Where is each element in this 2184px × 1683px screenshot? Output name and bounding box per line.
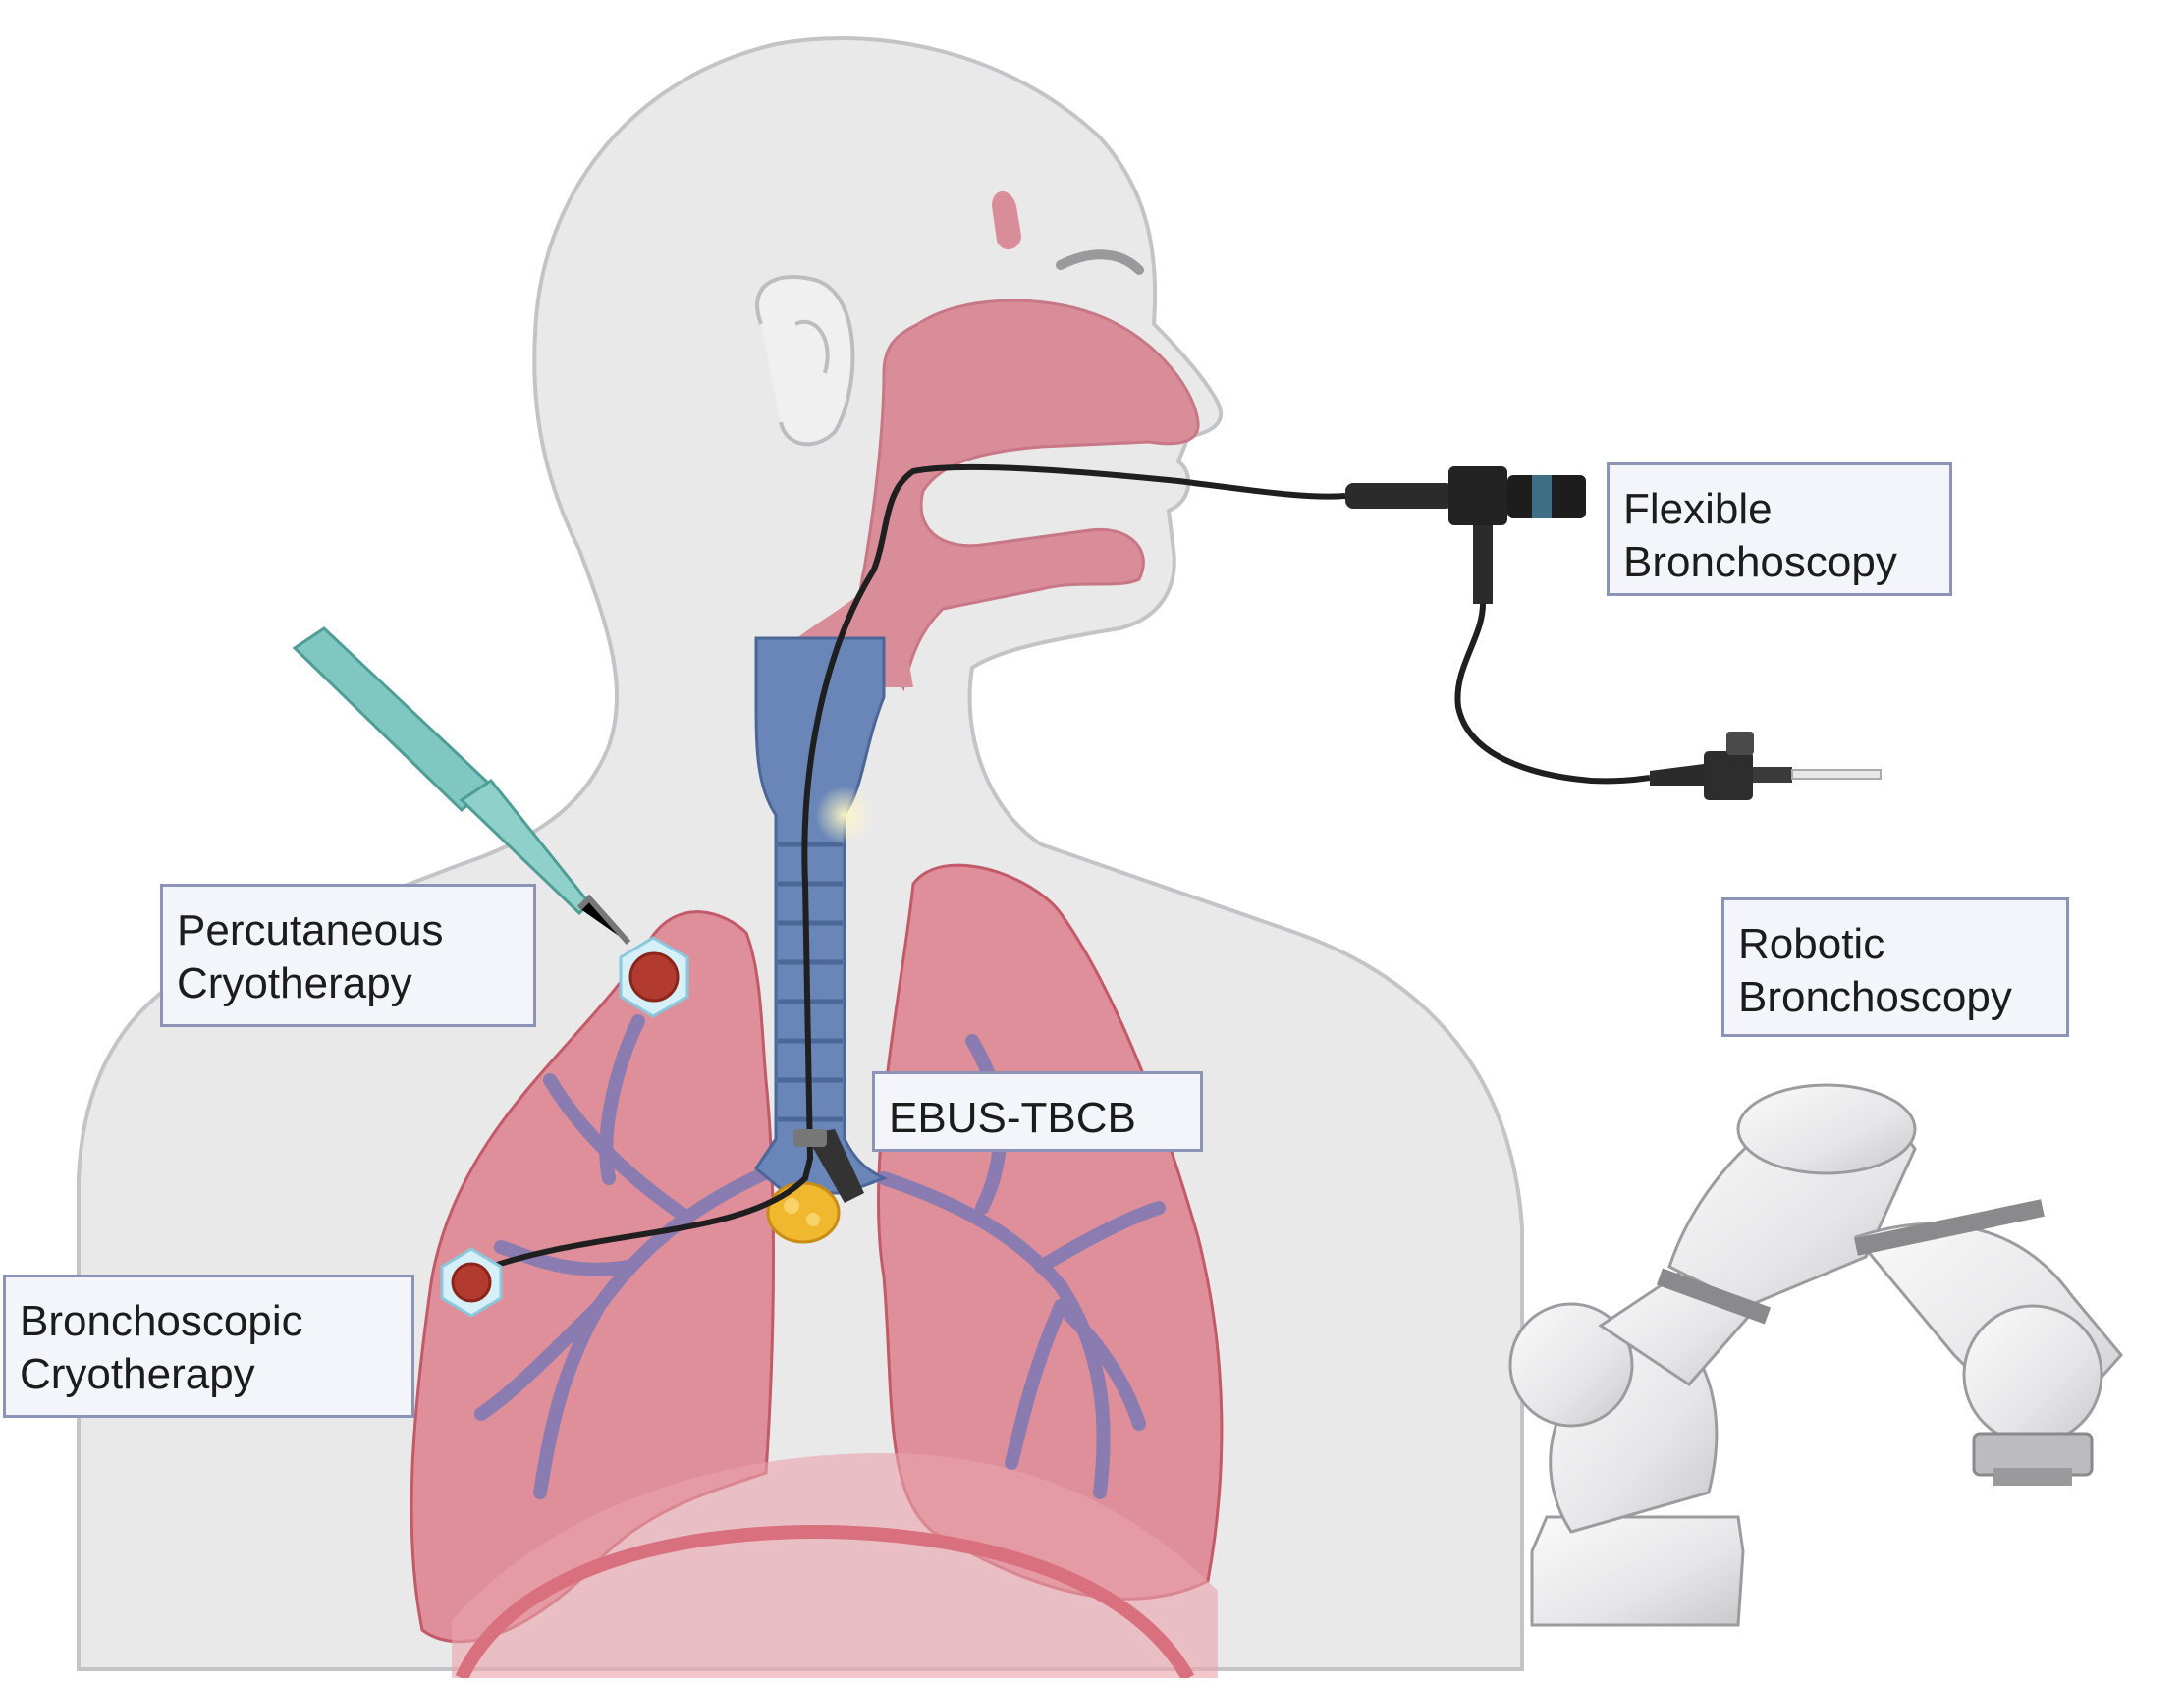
ear (755, 275, 855, 447)
flexible-label-line2: Bronchoscopy (1623, 538, 1897, 586)
flexible-bronchoscopy-label: Flexible Bronchoscopy (1607, 462, 1952, 596)
bronchial-tree (474, 1014, 1166, 1499)
ebus-probe-icon (793, 1129, 864, 1203)
tumor-icon (619, 936, 689, 1018)
lungs (410, 863, 1224, 1682)
robotic-bronchoscopy-label: Robotic Bronchoscopy (1721, 897, 2069, 1037)
cryoprobe-needle-icon (292, 626, 631, 945)
robotic-label-line2: Bronchoscopy (1738, 973, 2012, 1021)
ebus-label-line1: EBUS-TBCB (889, 1094, 1136, 1142)
bronchoscopic-label-line1: Bronchoscopic (20, 1297, 303, 1345)
lymph-node-icon (766, 1181, 841, 1244)
flexible-label-line1: Flexible (1623, 485, 1773, 533)
robotic-label-line1: Robotic (1738, 920, 1885, 968)
percutaneous-label-line1: Percutaneous (177, 906, 444, 954)
tumor-icon-bronchoscopic (440, 1247, 503, 1318)
percutaneous-cryotherapy-label: Percutaneous Cryotherapy (160, 884, 536, 1027)
ebus-tbcb-label: EBUS-TBCB (872, 1071, 1203, 1152)
bronchoscopic-cryotherapy-label: Bronchoscopic Cryotherapy (3, 1275, 414, 1418)
percutaneous-label-line2: Cryotherapy (177, 959, 412, 1007)
bronchoscopic-label-line2: Cryotherapy (20, 1350, 255, 1398)
robotic-arm-icon (1508, 1083, 2123, 1627)
flexible-bronchoscope-icon (1345, 466, 1882, 800)
bronchoscope-cable (490, 463, 1346, 1270)
scope-light (815, 786, 874, 844)
